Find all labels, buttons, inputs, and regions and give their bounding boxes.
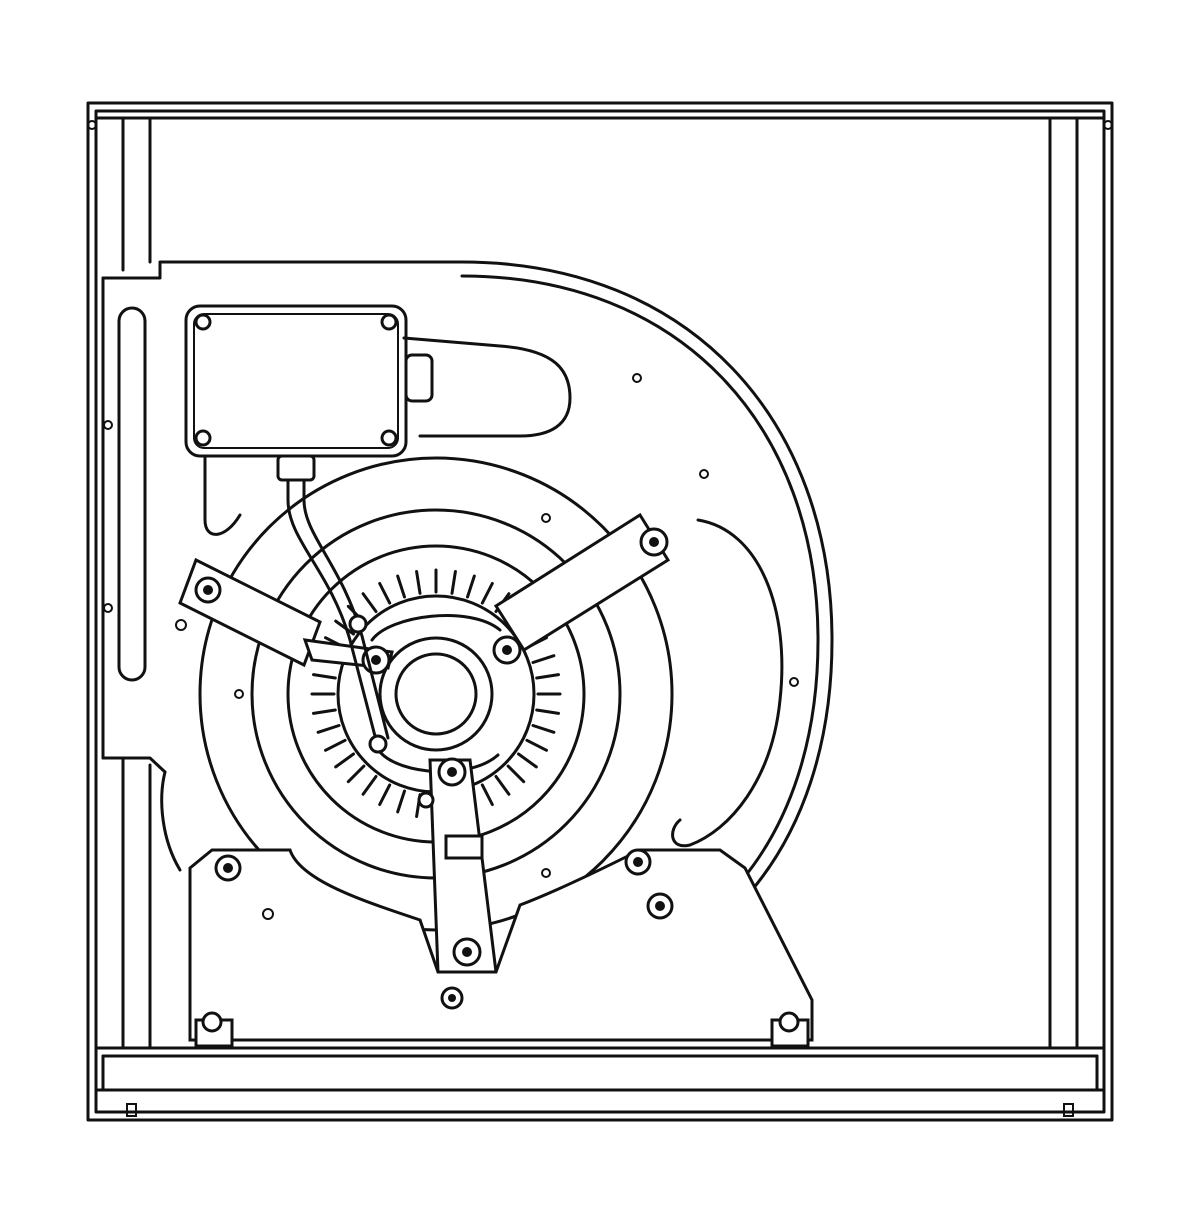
plate-top-edge <box>101 260 464 280</box>
scroll-housing <box>160 260 834 892</box>
cooling-fin <box>334 752 355 769</box>
scroll-outer-curve <box>460 260 834 892</box>
foot-fixing-left <box>126 1103 137 1117</box>
cooling-fin <box>535 673 560 680</box>
cooling-fin <box>531 654 556 664</box>
base-bolt-right-lower-center <box>655 901 665 911</box>
cooling-fin <box>531 724 556 734</box>
arm-bottom-bolt-lower-center <box>462 947 472 957</box>
scroll-lower-left-edge <box>160 770 182 872</box>
corner-rivet-tr <box>1103 120 1113 130</box>
housing-right-recess <box>671 518 784 848</box>
cooling-fin <box>466 574 476 599</box>
housing-hole-4 <box>789 677 799 687</box>
corner-rivet-tl <box>87 120 97 130</box>
cooling-fin <box>378 582 392 605</box>
arm-bottom-bolt-upper-center <box>447 767 457 777</box>
base-bolt-left-center <box>223 863 233 873</box>
mounting-arms <box>178 512 671 989</box>
cooling-fin <box>480 783 494 806</box>
housing-hole-3 <box>541 513 551 523</box>
cabinet-outer-wall <box>86 101 1114 1122</box>
terminal-box-lid <box>193 313 399 449</box>
cooling-fin <box>316 724 341 734</box>
arm-left-bolt-inner-center <box>371 655 381 665</box>
housing-left-recess <box>203 454 242 536</box>
terminal-box <box>184 304 408 458</box>
cooling-fin <box>494 775 511 796</box>
housing-upper-recess <box>402 336 572 438</box>
shaft-boss-inner <box>394 652 478 736</box>
cooling-fin <box>378 783 392 806</box>
cooling-fin <box>361 592 378 613</box>
plate-hole-upper <box>103 420 113 430</box>
arm-left-bracket <box>178 557 322 668</box>
scroll-second-curve <box>460 274 820 882</box>
arm-bottom-pin <box>417 791 435 809</box>
cooling-fin <box>525 738 548 752</box>
cooling-fin <box>415 570 422 595</box>
terminal-box-screw-tl <box>194 313 212 331</box>
terminal-box-screw-tr <box>380 313 398 331</box>
cooling-fin <box>324 738 347 752</box>
hub-slot-upper <box>370 614 502 642</box>
base-bolt-bottom-center <box>448 994 456 1002</box>
vibration-mount-right-nut <box>778 1011 800 1033</box>
cooling-fin <box>361 775 378 796</box>
cooling-fin <box>346 764 366 784</box>
housing-hole-6 <box>175 619 187 631</box>
cabinet-frame <box>86 101 1114 1122</box>
arm-bottom-clamp <box>444 834 484 860</box>
cooling-fin <box>506 764 526 784</box>
base-hole-left <box>262 908 274 920</box>
terminal-box-assembly <box>184 304 434 754</box>
foot-fixing-right <box>1063 1103 1074 1117</box>
cooling-fin <box>312 673 337 680</box>
housing-hole-5 <box>234 689 244 699</box>
base-frame <box>188 848 814 1048</box>
cable-gland-side <box>404 353 434 403</box>
arm-right-bolt-outer-center <box>649 537 659 547</box>
base-frame-plate <box>188 848 814 1042</box>
terminal-box-screw-br <box>380 429 398 447</box>
cooling-fin <box>535 708 560 715</box>
arm-right-bolt-inner-center <box>502 645 512 655</box>
cable-gland-bottom <box>276 454 316 482</box>
cabinet-inner-wall <box>94 109 1106 1114</box>
motor-cable-a <box>286 478 378 742</box>
cooling-fin <box>480 582 494 605</box>
housing-hole-2 <box>699 469 709 479</box>
terminal-box-screw-bl <box>194 429 212 447</box>
cooling-fin <box>450 570 457 595</box>
cooling-fin <box>312 708 337 715</box>
base-bolt-right-center <box>633 857 643 867</box>
cooling-fin <box>517 752 538 769</box>
vibration-mount-left-nut <box>201 1011 223 1033</box>
plate-hole-lower <box>103 603 113 613</box>
cooling-fin <box>396 574 406 599</box>
cable-clip-lower <box>368 734 388 754</box>
housing-hole-1 <box>632 373 642 383</box>
adjustment-slot <box>117 306 147 682</box>
side-mounting-plate <box>101 260 464 774</box>
arm-left-bolt-outer-center <box>203 585 213 595</box>
plate-bottom-edge <box>101 756 167 774</box>
housing-hole-7 <box>541 868 551 878</box>
cooling-fin <box>396 789 406 814</box>
motor-hub <box>370 614 502 773</box>
cable-clip-upper <box>348 614 368 634</box>
